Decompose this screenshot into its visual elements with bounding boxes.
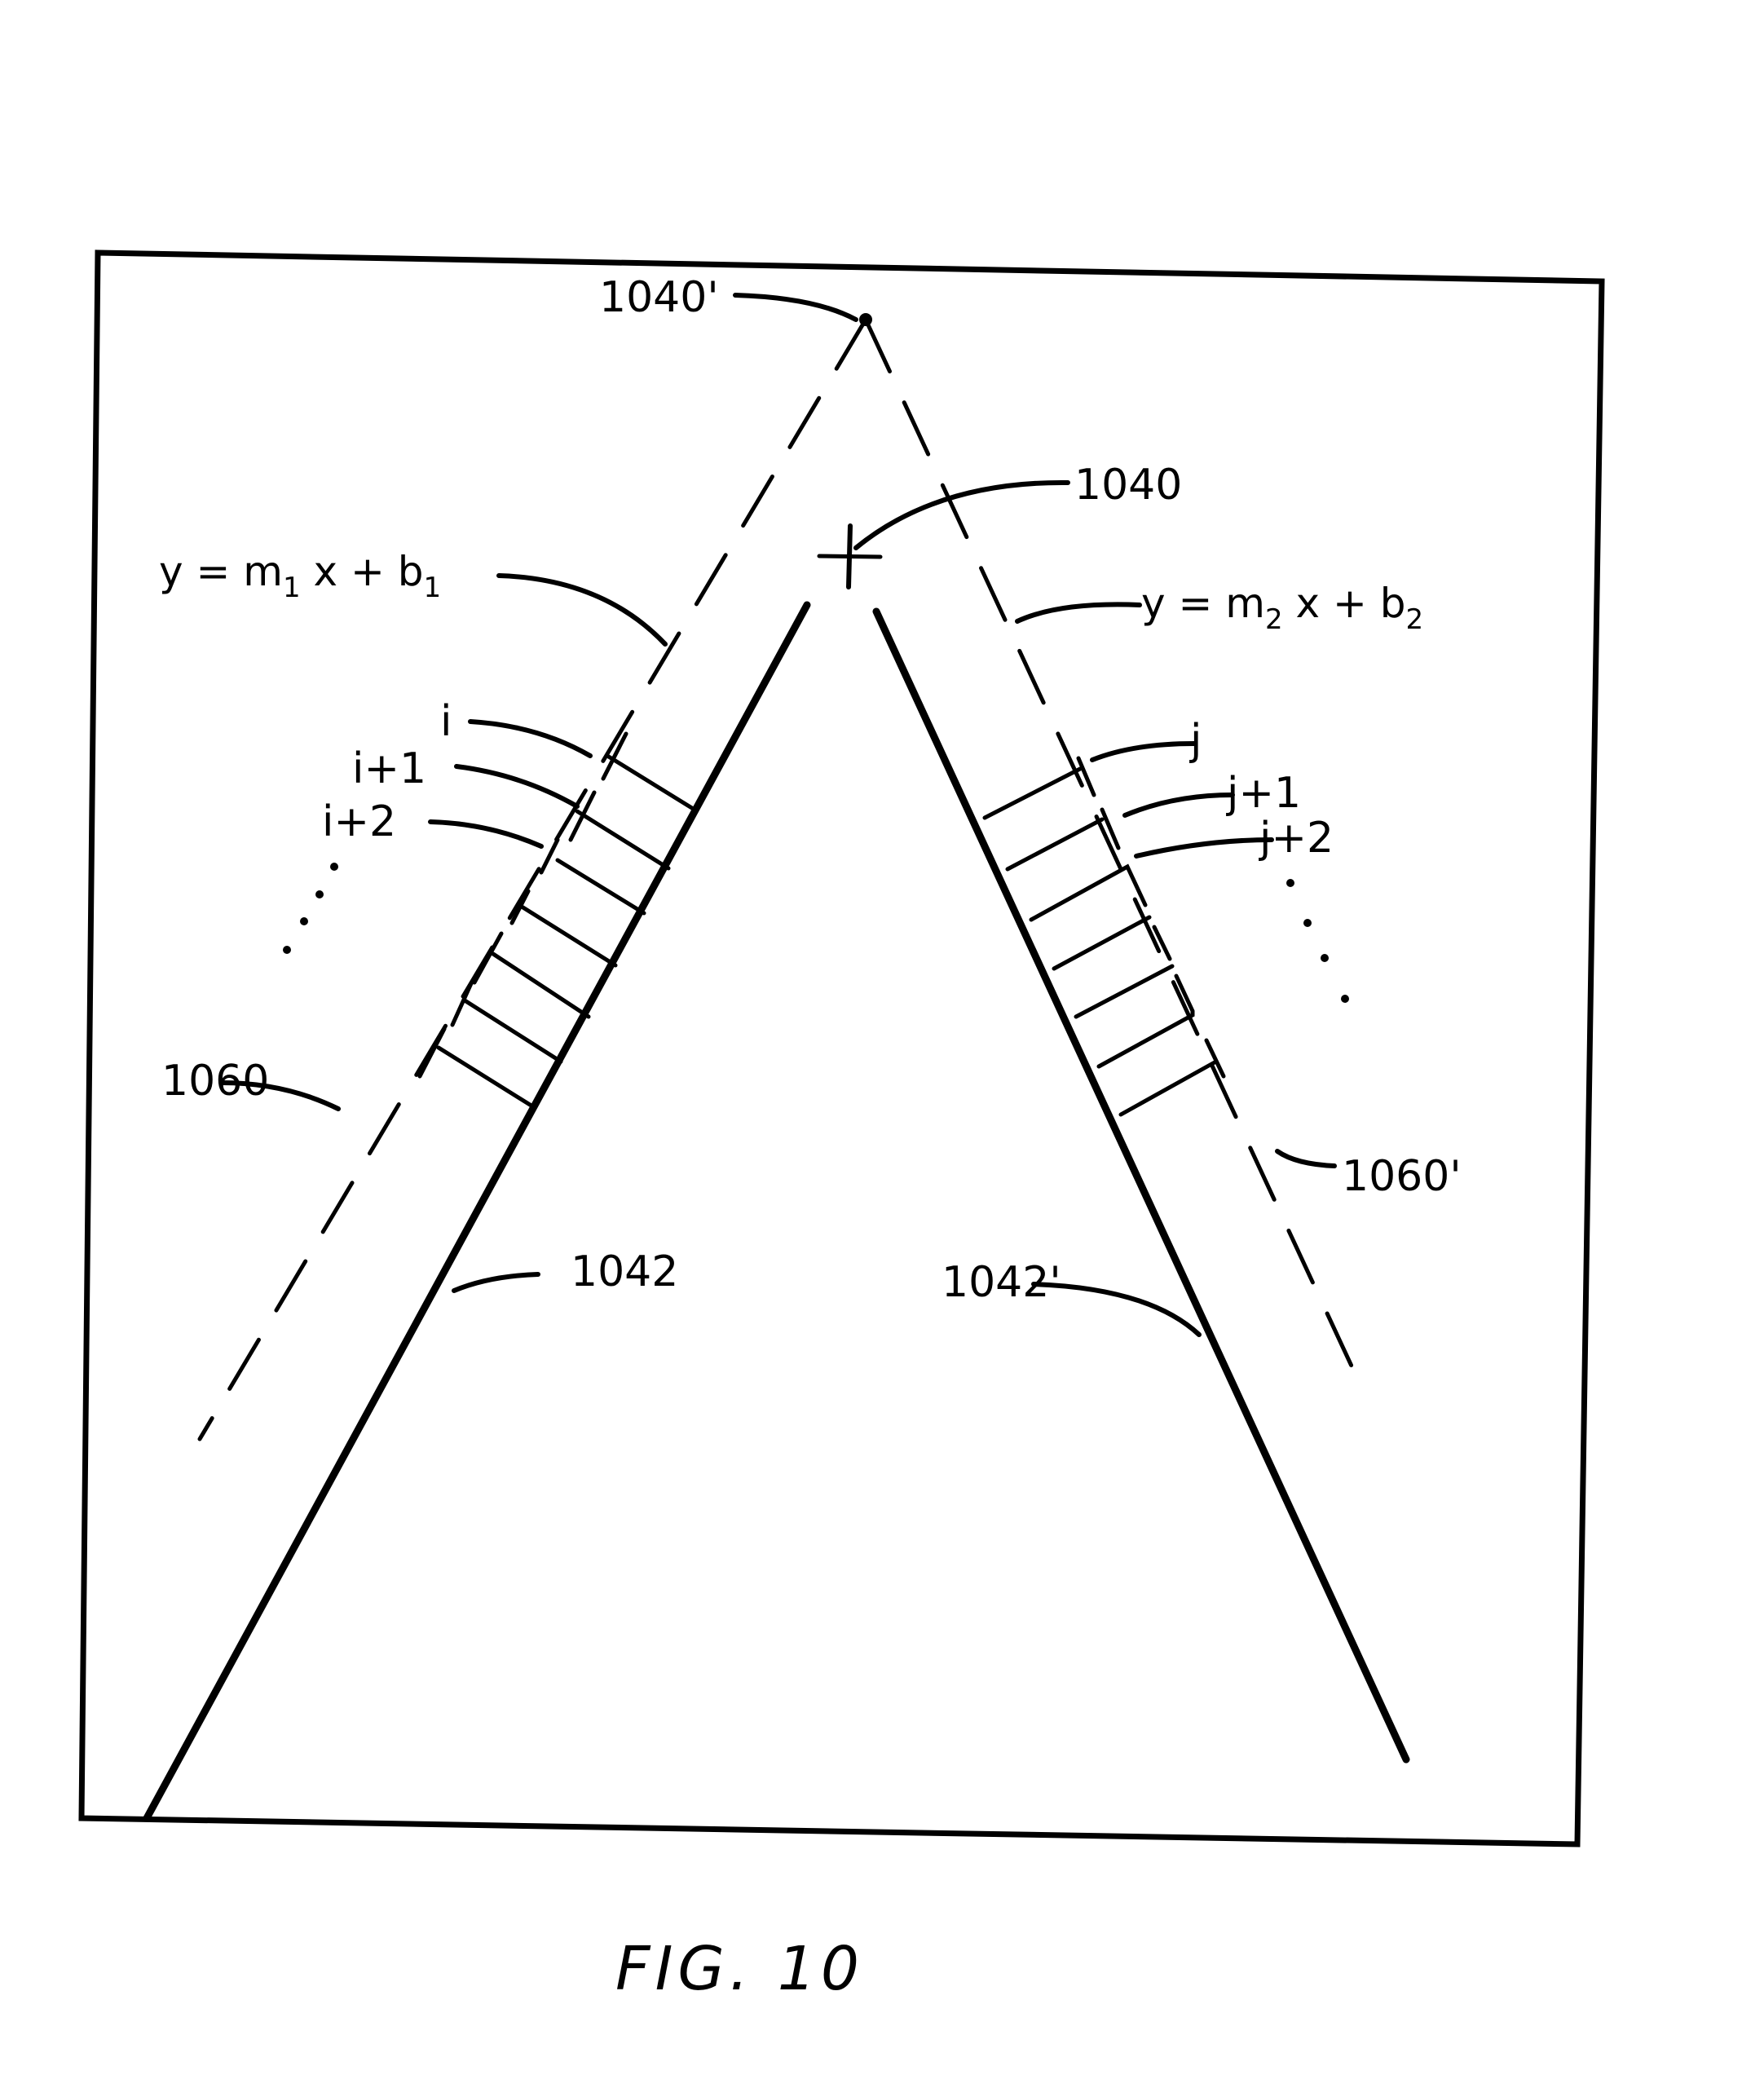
label-1040-prime: 1040' [599,273,719,322]
center-cross-icon [817,523,883,589]
right-edge-1042-prime [872,607,1410,1764]
left-line-equation: y = m1 x + b1 [159,548,441,604]
left-edge-1042 [143,601,811,1822]
leader-lines [219,293,1337,1337]
left-ladder-rungs [417,731,697,1110]
figure-frame [78,249,1605,1848]
right-line-equation: y = m2 x + b2 [1141,580,1423,636]
label-1040: 1040 [1074,461,1182,510]
right-index-j: j [1189,716,1202,765]
label-1042-prime: 1042' [942,1258,1061,1307]
label-1042: 1042 [571,1247,678,1296]
left-ellipsis-dots [283,863,338,954]
figure-caption: FIG. 10 [615,1934,864,2004]
left-fitted-line-1060 [197,317,868,1441]
label-1060: 1060 [161,1057,269,1106]
left-index-i-plus-2: i+2 [322,797,396,846]
right-ladder-rungs [982,756,1226,1117]
right-ellipsis-dots [1286,879,1349,1003]
right-index-j-plus-1: j+1 [1226,769,1301,818]
left-index-i-plus-1: i+1 [352,744,426,793]
label-1060-prime: 1060' [1342,1152,1462,1201]
left-index-i: i [440,697,452,746]
right-index-j-plus-2: j+2 [1259,814,1334,863]
